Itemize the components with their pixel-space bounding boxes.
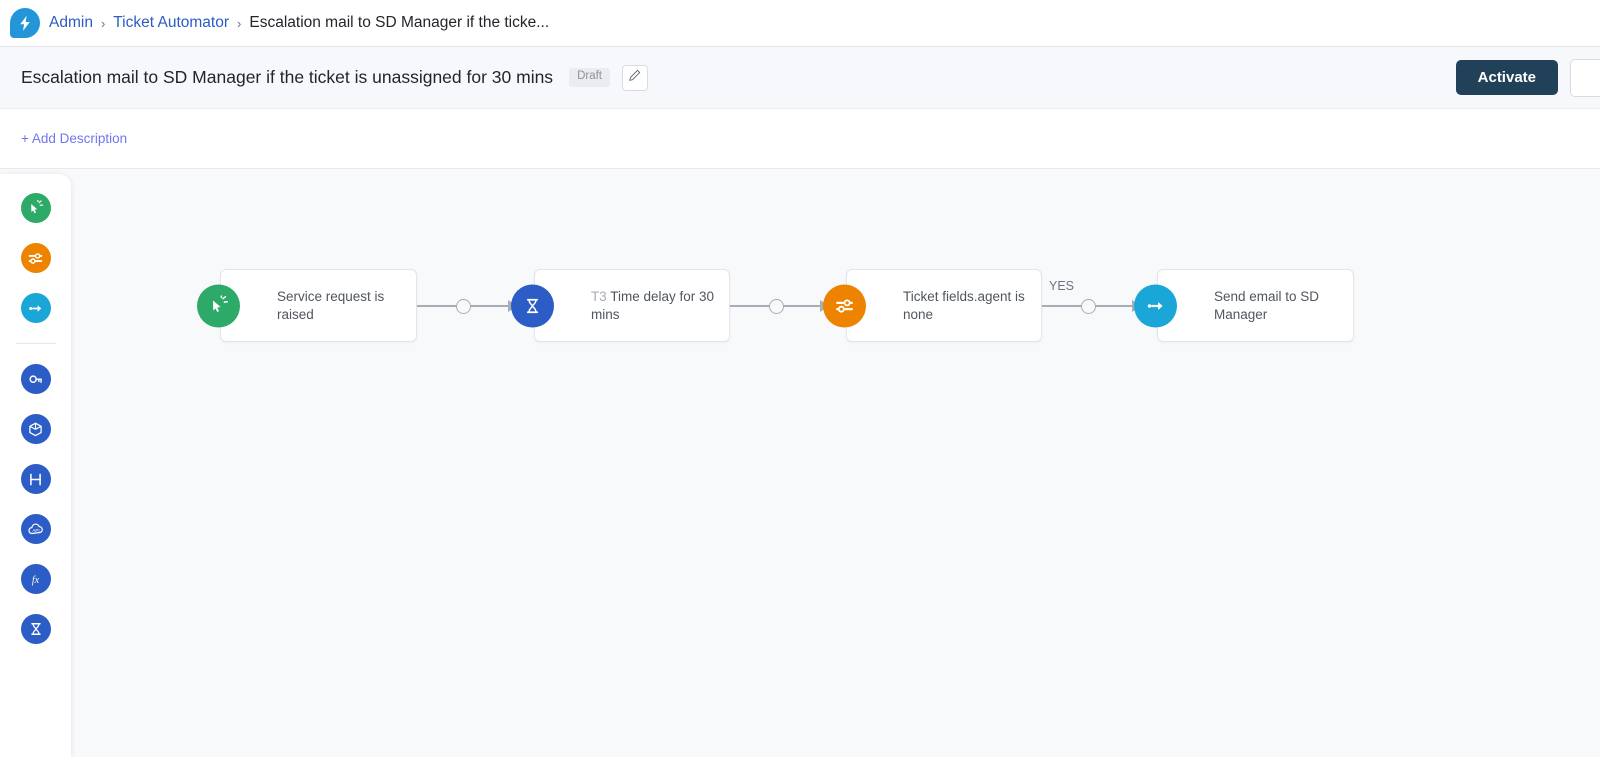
arrow-into-circle-icon bbox=[1147, 301, 1163, 310]
title-bar: Escalation mail to SD Manager if the tic… bbox=[0, 47, 1600, 109]
cloud-api-icon: API bbox=[27, 523, 43, 535]
send-email-node-icon bbox=[1134, 284, 1177, 327]
page-title: Escalation mail to SD Manager if the tic… bbox=[21, 67, 554, 87]
description-row: + Add Description bbox=[0, 109, 1600, 169]
flow-node-send-email-label: Send email to SD Manager bbox=[1158, 288, 1353, 323]
breadcrumb-separator-2: › bbox=[237, 15, 242, 31]
flow-node-trigger[interactable]: Service request is raised bbox=[197, 269, 417, 342]
title-bar-actions: Activate bbox=[1455, 58, 1600, 97]
sliders-icon bbox=[28, 252, 43, 264]
arrow-into-circle-icon bbox=[29, 304, 42, 312]
flow-node-condition[interactable]: Ticket fields.agent is none bbox=[823, 269, 1042, 342]
hourglass-icon bbox=[30, 623, 41, 636]
palette-item-api[interactable]: API bbox=[20, 514, 51, 544]
hourglass-icon bbox=[526, 298, 539, 313]
palette-item-width[interactable] bbox=[20, 464, 51, 494]
palette-item-timer[interactable] bbox=[20, 614, 51, 644]
flow-node-time-delay-text: Time delay for 30 mins bbox=[591, 288, 715, 322]
breadcrumb-item-current: Escalation mail to SD Manager if the tic… bbox=[249, 14, 550, 31]
more-actions-button[interactable] bbox=[1570, 58, 1600, 97]
edge-n2-n3-handle[interactable] bbox=[769, 299, 784, 314]
edit-title-button[interactable] bbox=[621, 64, 648, 91]
breadcrumb-separator-1: › bbox=[100, 15, 106, 31]
breadcrumb-bar: Admin › Ticket Automator › Escalation ma… bbox=[0, 0, 1600, 47]
flow-node-trigger-label: Service request is raised bbox=[221, 288, 416, 323]
sliders-icon bbox=[836, 298, 853, 313]
flow-node-time-delay-label: T3 Time delay for 30 mins bbox=[535, 288, 729, 323]
pencil-icon bbox=[628, 69, 641, 87]
h-bar-icon bbox=[30, 473, 41, 485]
edge-n3-n4-handle[interactable] bbox=[1081, 299, 1096, 314]
flow-graph: YES Service request is raised bbox=[0, 169, 1600, 757]
flow-node-send-email-text: Send email to SD Manager bbox=[1214, 288, 1320, 322]
flow-node-trigger-text: Service request is raised bbox=[277, 288, 385, 322]
palette-item-action[interactable] bbox=[20, 293, 51, 323]
cube-icon bbox=[29, 422, 42, 436]
workflow-canvas[interactable]: API fx YES bbox=[0, 169, 1600, 757]
fx-icon: fx bbox=[32, 575, 40, 586]
flow-node-time-delay[interactable]: T3 Time delay for 30 mins bbox=[511, 269, 730, 342]
palette-item-condition[interactable] bbox=[20, 243, 51, 273]
palette-item-function[interactable]: fx bbox=[20, 564, 51, 594]
condition-node-icon bbox=[823, 284, 866, 327]
activate-button[interactable]: Activate bbox=[1455, 60, 1558, 95]
svg-text:fx: fx bbox=[32, 575, 40, 586]
palette-divider bbox=[15, 343, 56, 344]
breadcrumb: Admin › Ticket Automator › Escalation ma… bbox=[49, 14, 549, 32]
breadcrumb-item-admin[interactable]: Admin bbox=[49, 14, 93, 31]
palette-item-object[interactable] bbox=[20, 414, 51, 444]
flow-node-condition-text: Ticket fields.agent is none bbox=[903, 288, 1025, 322]
key-search-icon bbox=[29, 374, 42, 383]
node-palette: API fx bbox=[0, 174, 71, 757]
breadcrumb-item-ticket-automator[interactable]: Ticket Automator bbox=[113, 14, 230, 31]
add-description-link[interactable]: + Add Description bbox=[21, 131, 128, 146]
palette-item-trigger[interactable] bbox=[20, 193, 51, 223]
cursor-click-icon bbox=[212, 295, 228, 312]
edge-label-yes: YES bbox=[1049, 279, 1075, 293]
trigger-node-icon bbox=[197, 284, 240, 327]
edge-n1-n2-handle[interactable] bbox=[456, 299, 471, 314]
time-delay-node-icon bbox=[511, 284, 554, 327]
flow-node-time-delay-prefix: T3 bbox=[591, 288, 611, 304]
cursor-click-icon bbox=[30, 200, 43, 214]
flow-node-condition-label: Ticket fields.agent is none bbox=[847, 288, 1041, 323]
palette-item-query[interactable] bbox=[20, 364, 51, 394]
flow-node-send-email[interactable]: Send email to SD Manager bbox=[1134, 269, 1354, 342]
svg-text:API: API bbox=[32, 528, 39, 533]
status-badge: Draft bbox=[569, 68, 610, 87]
app-logo[interactable] bbox=[10, 8, 40, 38]
